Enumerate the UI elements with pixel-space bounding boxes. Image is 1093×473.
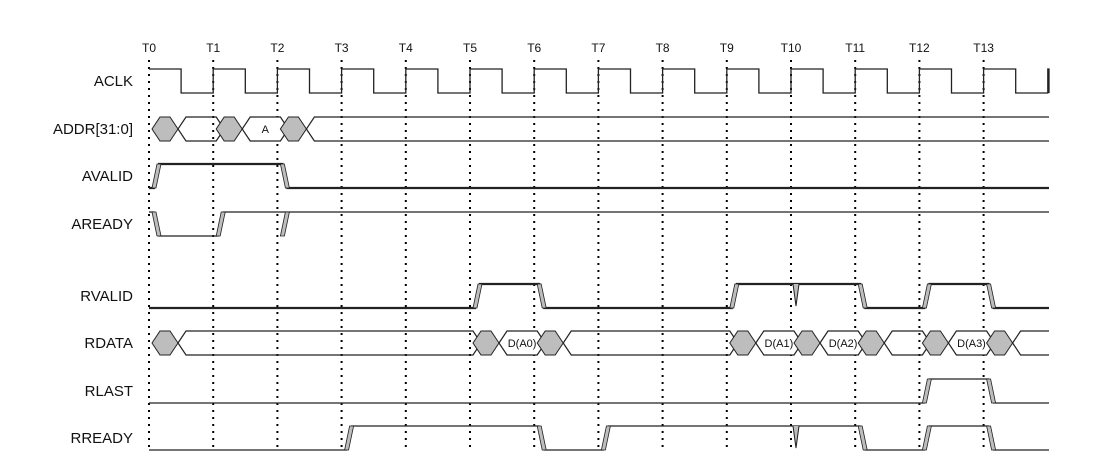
transition-shade	[986, 283, 997, 309]
bus-transition-region	[472, 330, 500, 356]
signal-rdata: RDATA D(A0) D(A1) D(A2) D(A3)	[84, 330, 1049, 356]
clock-waveform	[149, 68, 1050, 94]
signal-label: ACLK	[94, 73, 133, 90]
transition-shade	[921, 283, 932, 309]
signal-label: RLAST	[85, 383, 133, 400]
signal-label: RREADY	[70, 430, 133, 447]
transition-shade	[729, 283, 740, 309]
signal-label: ADDR[31:0]	[53, 121, 133, 138]
time-marker-t2: T2	[270, 41, 284, 55]
bus-invalid-line	[305, 116, 1049, 142]
time-marker-t6: T6	[527, 41, 541, 55]
bus-invalid-region	[536, 330, 564, 356]
transition-shade	[857, 283, 868, 309]
transition-shade	[536, 425, 547, 451]
bus-transition-region	[729, 330, 757, 356]
bus-invalid-region	[985, 330, 1014, 356]
bus-data-label: A	[262, 124, 270, 136]
transition-shade	[986, 425, 997, 451]
transition-shade	[921, 425, 932, 451]
bus-invalid-region	[279, 116, 308, 142]
bus-invalid-line	[177, 330, 482, 356]
signal-label: AREADY	[71, 216, 133, 233]
signal-label: RVALID	[80, 288, 133, 305]
signal-rlast: RLAST	[85, 378, 1049, 404]
bus-transition-region	[921, 330, 950, 356]
transition-shade	[986, 378, 997, 404]
transition-shade	[279, 163, 290, 189]
time-marker-t3: T3	[335, 41, 349, 55]
time-guides	[148, 60, 985, 452]
transition-shade	[472, 283, 483, 309]
time-marker-t9: T9	[720, 41, 734, 55]
level-waveform	[149, 378, 1049, 404]
signal-label: AVALID	[82, 168, 133, 185]
transition-shade	[536, 283, 547, 309]
signal-aready: AREADY	[71, 211, 1049, 237]
bus-transition-region	[215, 116, 243, 142]
time-marker-t4: T4	[399, 41, 413, 55]
level-waveform	[149, 282, 1049, 310]
glitch-marker	[792, 283, 800, 307]
signal-avalid: AVALID	[82, 162, 1049, 190]
bus-data-label: D(A0)	[508, 338, 537, 350]
time-marker-t11: T11	[845, 41, 865, 55]
time-marker-t12: T12	[909, 41, 930, 55]
transition-shade	[151, 211, 162, 237]
signal-rready: RREADY	[70, 425, 1049, 451]
bus-data-label: D(A3)	[957, 338, 986, 350]
transition-shade	[600, 425, 611, 451]
bus-invalid-region	[151, 116, 179, 142]
level-waveform	[149, 425, 1049, 451]
signal-rvalid: RVALID	[80, 282, 1049, 310]
bus-data-label: D(A2)	[829, 338, 858, 350]
signal-label: RDATA	[84, 335, 133, 352]
bus-invalid-region	[151, 330, 179, 356]
bus-transition-region	[793, 330, 821, 356]
bus-invalid-line	[562, 330, 739, 356]
time-marker-t0: T0	[142, 41, 156, 55]
signal-aclk: ACLK	[94, 68, 1050, 94]
bus-invalid-line	[1012, 330, 1049, 356]
transition-shade	[344, 425, 355, 451]
transition-shade	[279, 211, 290, 237]
signal-addr-31-0: ADDR[31:0] A	[53, 116, 1049, 142]
glitch-marker	[792, 425, 800, 449]
time-marker-t5: T5	[463, 41, 477, 55]
time-marker-t13: T13	[973, 41, 994, 55]
transition-shade	[215, 211, 226, 237]
time-marker-t10: T10	[781, 41, 802, 55]
time-marker-t1: T1	[206, 41, 220, 55]
time-marker-t8: T8	[656, 41, 670, 55]
transition-shade	[151, 163, 162, 189]
bus-data-label: D(A1)	[765, 338, 794, 350]
time-marker-t7: T7	[591, 41, 605, 55]
transition-shade	[857, 425, 868, 451]
transition-shade	[921, 378, 932, 404]
bus-invalid-region	[857, 330, 885, 356]
